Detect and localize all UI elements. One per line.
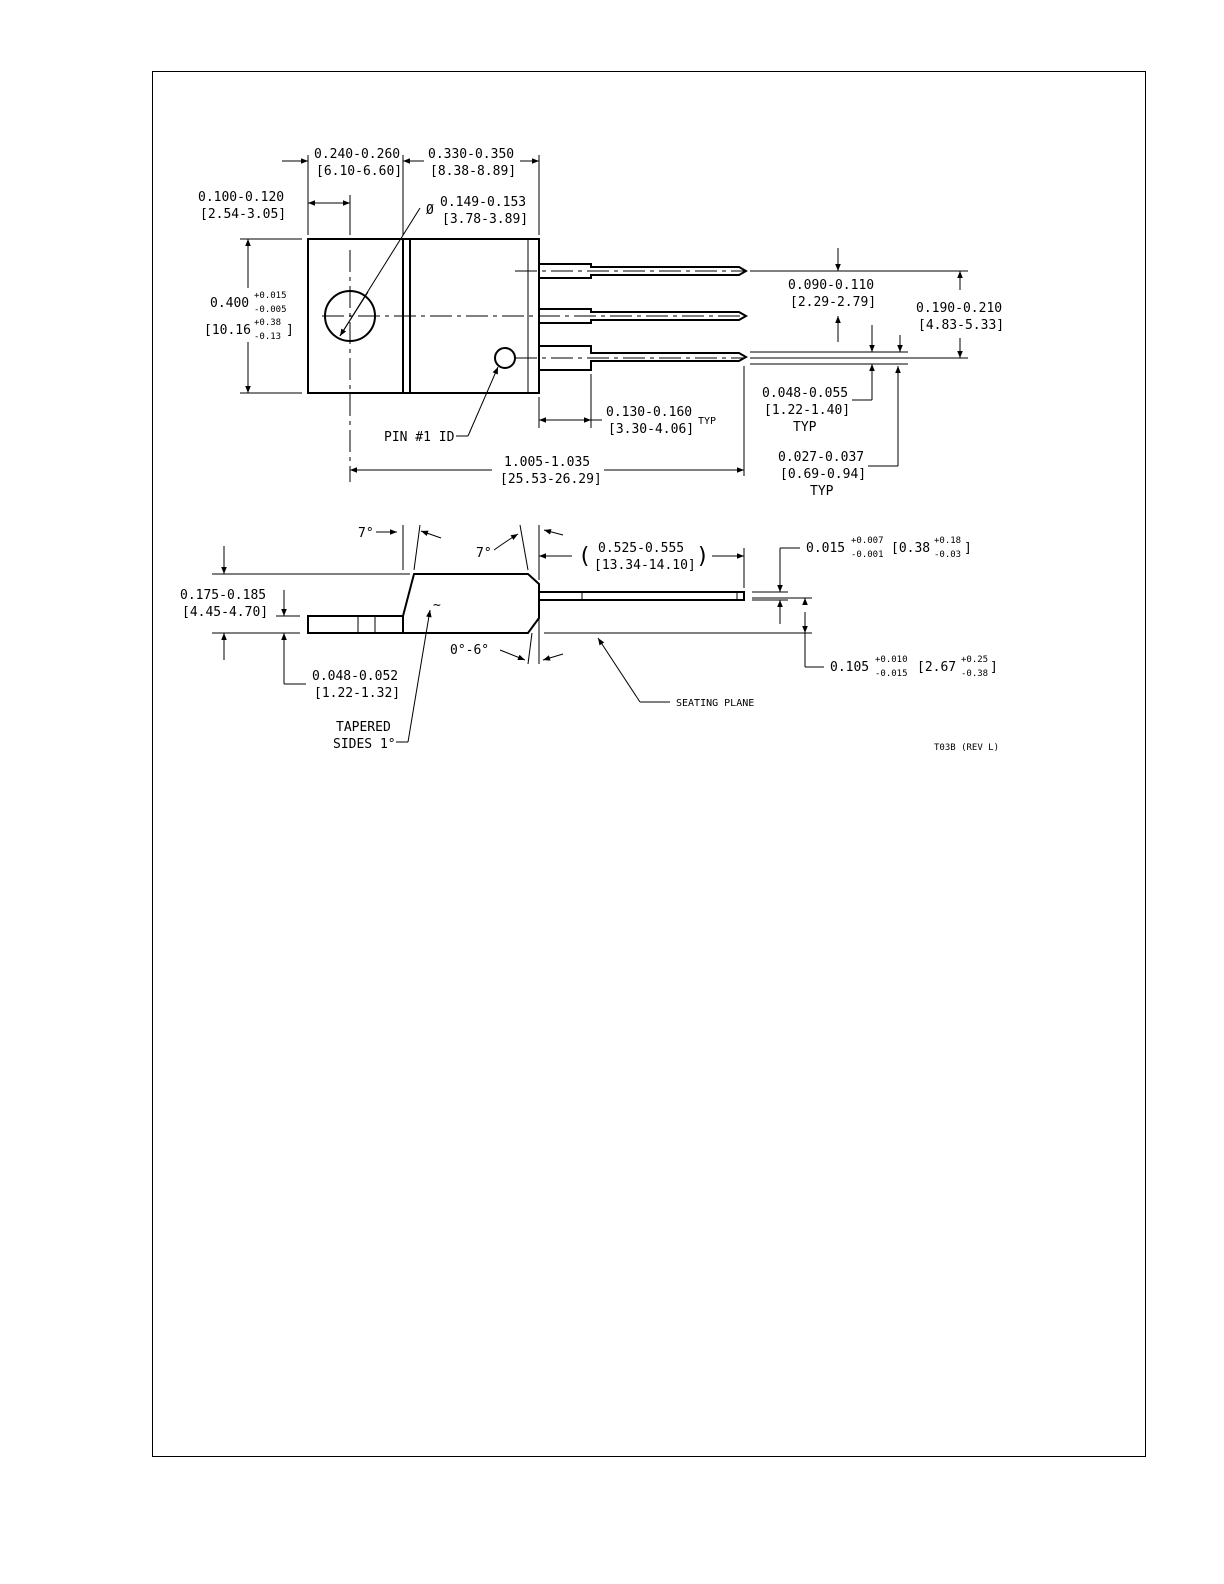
dim-overall-in: 1.005-1.035 <box>504 455 590 470</box>
dim-lead-t-minus: -0.001 <box>851 550 884 560</box>
drawing-frame <box>152 71 1146 1457</box>
dim-lead-thick-in: 0.027-0.037 <box>778 450 864 465</box>
dim-hole-dia-in: 0.149-0.153 <box>440 195 526 210</box>
dim-overall-mm: [25.53-26.29] <box>500 472 602 487</box>
dim-height-in: 0.400 <box>210 296 249 311</box>
dim-lead-thick-typ: TYP <box>810 484 834 499</box>
top-view: 0.240-0.260 [6.10-6.60] 0.330-0.350 [8.3… <box>198 147 1004 499</box>
side-body <box>402 573 540 634</box>
dim-flange-width-mm: [6.10-6.60] <box>316 164 402 179</box>
dim-shoulder-typ: TYP <box>698 416 716 427</box>
dim-height-mm: [10.16 <box>204 323 251 338</box>
dim-body-height-mm: [4.45-4.70] <box>182 605 268 620</box>
dim-lead-thick-mm: [0.69-0.94] <box>780 467 866 482</box>
dim-standoff-plus: +0.010 <box>875 655 908 665</box>
drawing-id: T03B (REV L) <box>934 743 999 753</box>
dim-body-width-in: 0.330-0.350 <box>428 147 514 162</box>
dim-lead-span-mm: [4.83-5.33] <box>918 318 1004 333</box>
dim-lead-t-plus: +0.007 <box>851 536 884 546</box>
side-view: ~ 7° 7° ( 0.525-0.555 [13.34-14.10] ) 0.… <box>180 524 998 752</box>
dim-tab-thick-mm: [1.22-1.32] <box>314 686 400 701</box>
dim-lead-pitch-mm: [2.29-2.79] <box>790 295 876 310</box>
tapered-label-1: TAPERED <box>336 720 391 735</box>
dim-lead-t-mm-plus: +0.18 <box>934 536 961 546</box>
tilde-mark: ~ <box>433 598 441 613</box>
angle-right: 7° <box>476 546 492 561</box>
pin1-id-mark <box>494 347 516 369</box>
dim-lead-len-mm: [13.34-14.10] <box>594 558 696 573</box>
dim-shoulder-in: 0.130-0.160 <box>606 405 692 420</box>
dim-lead-t-mm: [0.38 <box>891 541 930 556</box>
dim-hole-offset-mm: [2.54-3.05] <box>200 207 286 222</box>
dim-lead-width-in: 0.048-0.055 <box>762 386 848 401</box>
dim-flange-width-in: 0.240-0.260 <box>314 147 400 162</box>
tapered-label-2: SIDES 1° <box>333 737 396 752</box>
dim-lead-t-mm-minus: -0.03 <box>934 550 961 560</box>
dim-body-width-mm: [8.38-8.89] <box>430 164 516 179</box>
dim-lead-width-typ: TYP <box>793 420 817 435</box>
dim-standoff-mm-plus: +0.25 <box>961 655 988 665</box>
dim-lead-width-mm: [1.22-1.40] <box>764 403 850 418</box>
pin1-id-label: PIN #1 ID <box>384 430 455 445</box>
dim-standoff-minus: -0.015 <box>875 669 908 679</box>
lead-2 <box>539 308 749 324</box>
dim-height-tol-plus: +0.015 <box>254 291 287 301</box>
dim-lead-t-in: 0.015 <box>806 541 845 556</box>
lead-len-open-paren: ( <box>578 544 591 569</box>
dim-standoff-mm-close: ] <box>990 660 998 675</box>
dim-lead-span-in: 0.190-0.210 <box>916 301 1002 316</box>
side-lead <box>539 591 745 601</box>
dim-hole-dia-symbol: Ø <box>426 203 434 218</box>
dim-height-mm-plus: +0.38 <box>254 318 281 328</box>
dim-tab-thick-in: 0.048-0.052 <box>312 669 398 684</box>
dim-lead-len-in: 0.525-0.555 <box>598 541 684 556</box>
angle-left: 7° <box>358 526 374 541</box>
lead-len-close-paren: ) <box>696 544 709 569</box>
lead-3 <box>539 345 749 371</box>
dim-standoff-in: 0.105 <box>830 660 869 675</box>
dim-shoulder-mm: [3.30-4.06] <box>608 422 694 437</box>
side-tab <box>307 615 403 634</box>
dim-hole-dia-mm: [3.78-3.89] <box>442 212 528 227</box>
dim-standoff-mm-minus: -0.38 <box>961 669 988 679</box>
dim-standoff-mm: [2.67 <box>917 660 956 675</box>
dim-body-height-in: 0.175-0.185 <box>180 588 266 603</box>
lead-1 <box>539 263 749 279</box>
dim-lead-t-mm-close: ] <box>964 541 972 556</box>
dim-lead-pitch-in: 0.090-0.110 <box>788 278 874 293</box>
seating-plane-label: SEATING PLANE <box>676 698 754 709</box>
angle-lead: 0°-6° <box>450 643 489 658</box>
dim-height-mm-close: ] <box>286 323 294 338</box>
dim-height-tol-minus: -0.005 <box>254 305 287 315</box>
dim-hole-offset-in: 0.100-0.120 <box>198 190 284 205</box>
dim-height-mm-minus: -0.13 <box>254 332 281 342</box>
